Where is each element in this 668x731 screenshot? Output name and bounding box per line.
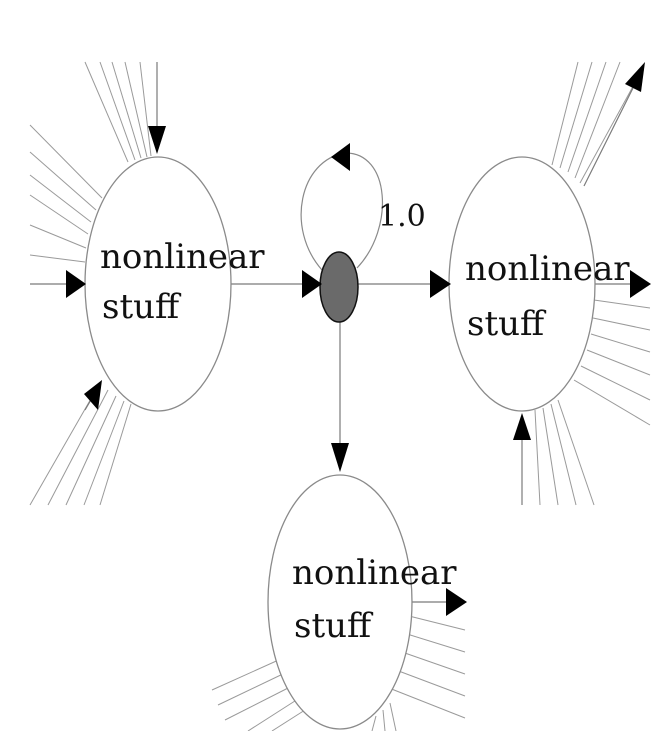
bottom-node-label-line2: stuff [294, 606, 374, 646]
arrow-right-bottom-input [513, 413, 531, 440]
arrow-bottom-output [446, 588, 467, 616]
right-node-label-line2: stuff [467, 304, 547, 344]
bottom-nonlinear-node [267, 474, 413, 730]
right-node-label-line1: nonlinear [465, 249, 630, 289]
left-node-label-line2: stuff [102, 287, 182, 327]
bottom-node-fan-lines [211, 615, 466, 731]
arrow-left-bottom-input [84, 380, 102, 410]
self-loop-weight-label: 1.0 [378, 199, 426, 234]
bottom-node-label-line1: nonlinear [292, 553, 457, 593]
arrow-into-unit [302, 270, 322, 298]
arrow-right-output [630, 270, 651, 298]
arrow-into-right-node [430, 270, 451, 298]
arrow-right-upper-output [625, 62, 645, 92]
arrow-heads [66, 62, 651, 616]
arrow-self-loop [331, 143, 350, 171]
left-node-label-line1: nonlinear [100, 237, 265, 277]
linear-unit-node [319, 251, 359, 323]
arrow-left-side-input [66, 270, 86, 298]
arrow-into-bottom-node [331, 443, 349, 472]
left-nonlinear-node [84, 156, 232, 412]
arrow-left-top-input [148, 126, 166, 154]
right-node-fan-lines [534, 61, 651, 506]
right-node-upper-output-edge [583, 87, 634, 187]
